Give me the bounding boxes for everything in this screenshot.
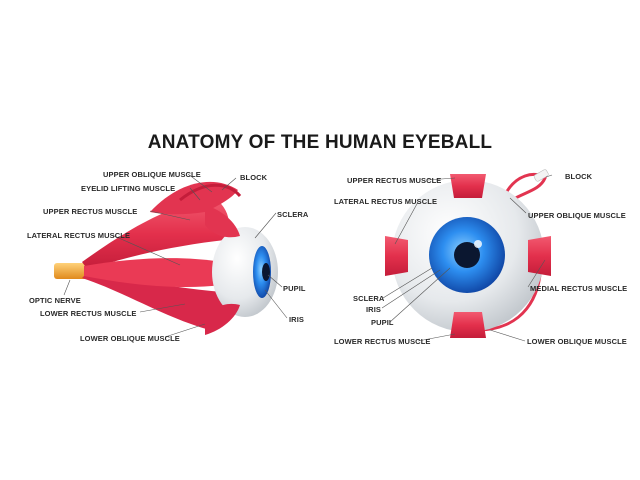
front-lower-rectus — [450, 312, 486, 338]
label-pupil-front: PUPIL — [371, 318, 394, 327]
upper-oblique-muscle — [150, 181, 238, 215]
label-upper-oblique-muscle-front: UPPER OBLIQUE MUSCLE — [528, 211, 626, 220]
label-upper-rectus-muscle-side: UPPER RECTUS MUSCLE — [43, 207, 138, 216]
page-title: ANATOMY OF THE HUMAN EYEBALL — [147, 132, 493, 153]
label-eyelid-lifting-muscle: EYELID LIFTING MUSCLE — [81, 184, 176, 193]
front-medial-rectus — [528, 236, 551, 276]
label-block-side: BLOCK — [240, 173, 268, 182]
label-lateral-rectus-muscle-side: LATERAL RECTUS MUSCLE — [27, 231, 131, 240]
front-upper-oblique-tendon — [503, 172, 547, 202]
label-pupil-side: PUPIL — [283, 284, 306, 293]
front-view — [381, 169, 553, 342]
label-lower-oblique-muscle-side: LOWER OBLIQUE MUSCLE — [80, 334, 180, 343]
label-optic-nerve: OPTIC NERVE — [29, 296, 81, 305]
label-sclera-front: SCLERA — [353, 294, 385, 303]
label-iris-front: IRIS — [366, 305, 381, 314]
front-upper-rectus — [450, 174, 486, 198]
label-lower-oblique-muscle-front: LOWER OBLIQUE MUSCLE — [527, 337, 627, 346]
muscle-bundle-lower — [82, 272, 225, 330]
side-pupil — [262, 263, 270, 281]
label-lateral-rectus-muscle-front: LATERAL RECTUS MUSCLE — [334, 197, 438, 206]
muscle-bundle-upper — [82, 198, 229, 270]
side-view — [54, 173, 288, 338]
label-upper-rectus-muscle-front: UPPER RECTUS MUSCLE — [347, 176, 442, 185]
front-block — [533, 169, 549, 182]
label-sclera-side: SCLERA — [277, 210, 309, 219]
label-lower-rectus-muscle-front: LOWER RECTUS MUSCLE — [334, 337, 431, 346]
front-pupil — [454, 242, 480, 268]
label-lower-rectus-muscle-side: LOWER RECTUS MUSCLE — [40, 309, 137, 318]
label-iris-side: IRIS — [289, 315, 304, 324]
optic-nerve — [54, 263, 90, 279]
front-lateral-rectus — [385, 236, 408, 276]
label-medial-rectus-muscle: MEDIAL RECTUS MUSCLE — [530, 284, 628, 293]
muscle-bundle-mid — [84, 258, 222, 287]
label-upper-oblique-muscle-side: UPPER OBLIQUE MUSCLE — [103, 170, 201, 179]
label-block-front: BLOCK — [565, 172, 593, 181]
